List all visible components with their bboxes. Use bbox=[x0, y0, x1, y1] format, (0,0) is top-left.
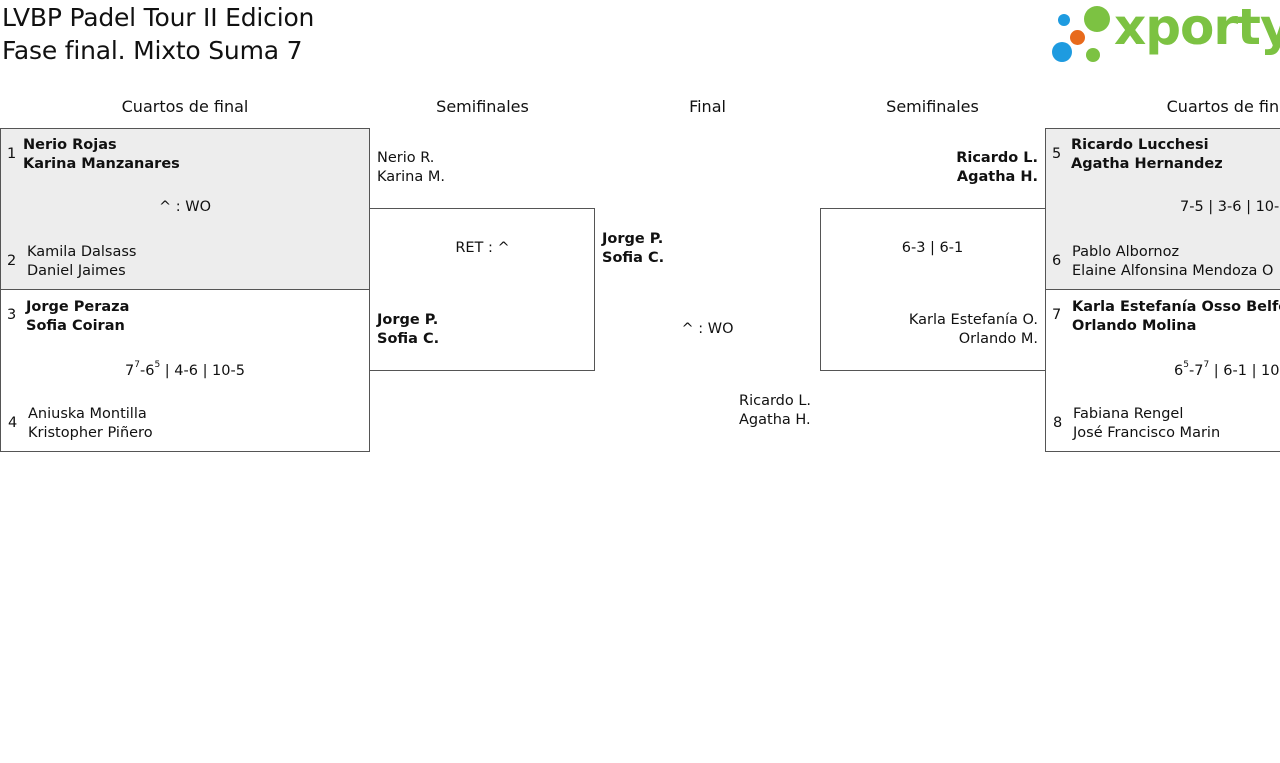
tournament-title: LVBP Padel Tour II Edicion bbox=[2, 3, 315, 32]
left-qf-match-1[interactable] bbox=[0, 128, 370, 290]
round-header-left-qf: Cuartos de final bbox=[121, 97, 249, 116]
match-score: 6-3 | 6-1 bbox=[901, 240, 964, 256]
seed-number: 8 bbox=[1053, 415, 1063, 431]
logo-wordmark: xporty bbox=[1114, 0, 1280, 56]
player-name: Jorge P. bbox=[377, 312, 439, 328]
player-name: Karla Estefanía O. bbox=[908, 312, 1038, 328]
player-name: Agatha H. bbox=[739, 412, 811, 428]
final-score: ^ : WO bbox=[681, 321, 734, 337]
round-header-right-sf: Semifinales bbox=[886, 97, 979, 116]
player-name: Sofia C. bbox=[377, 331, 440, 347]
match-score: 7-5 | 3-6 | 10-2 bbox=[1180, 199, 1280, 215]
phase-title: Fase final. Mixto Suma 7 bbox=[2, 36, 303, 65]
logo-dot-green-small bbox=[1086, 48, 1100, 62]
xporty-logo[interactable]: xporty bbox=[1050, 0, 1280, 68]
seed-number: 6 bbox=[1052, 253, 1062, 269]
right-qf-match-1[interactable] bbox=[1045, 128, 1280, 290]
logo-dot-blue-large bbox=[1052, 42, 1072, 62]
player-name: Sofia C. bbox=[602, 250, 665, 266]
player-name: Kristopher Piñero bbox=[28, 425, 153, 441]
seed-number: 7 bbox=[1052, 307, 1062, 323]
player-name: Orlando M. bbox=[958, 331, 1038, 347]
seed-number: 5 bbox=[1052, 146, 1062, 162]
seed-number: 2 bbox=[7, 253, 17, 269]
player-name: Ricardo Lucchesi bbox=[1071, 137, 1209, 153]
logo-dot-blue bbox=[1058, 14, 1070, 26]
match-score: RET : ^ bbox=[455, 240, 510, 256]
player-name: Karina Manzanares bbox=[23, 156, 180, 172]
seed-number: 1 bbox=[7, 146, 17, 162]
match-score: ^ : WO bbox=[158, 199, 211, 215]
player-name: Agatha H. bbox=[956, 169, 1038, 185]
player-name: Orlando Molina bbox=[1072, 318, 1197, 334]
round-header-left-sf: Semifinales bbox=[436, 97, 529, 116]
player-name: Pablo Albornoz bbox=[1072, 244, 1180, 260]
seed-number: 3 bbox=[7, 307, 17, 323]
player-name: Kamila Dalsass bbox=[27, 244, 137, 260]
right-qf-match-2[interactable] bbox=[1045, 289, 1280, 452]
round-header-right-qf: Cuartos de final bbox=[1166, 97, 1280, 116]
player-name: Karla Estefanía Osso Belfort bbox=[1072, 299, 1280, 315]
player-name: Nerio R. bbox=[377, 150, 435, 166]
player-name: José Francisco Marin bbox=[1073, 425, 1221, 441]
round-header-final: Final bbox=[689, 97, 726, 116]
seed-number: 4 bbox=[8, 415, 18, 431]
match-score: 77-65 | 4-6 | 10-5 bbox=[125, 360, 245, 379]
logo-dot-green bbox=[1084, 6, 1110, 32]
player-name: Aniuska Montilla bbox=[28, 406, 147, 422]
player-name: Nerio Rojas bbox=[23, 137, 117, 153]
player-name: Agatha Hernandez bbox=[1071, 156, 1223, 172]
player-name: Daniel Jaimes bbox=[27, 263, 126, 279]
player-name: Jorge P. bbox=[602, 231, 664, 247]
player-name: Elaine Alfonsina Mendoza O bbox=[1072, 263, 1274, 279]
logo-dot-orange bbox=[1070, 30, 1085, 45]
player-name: Jorge Peraza bbox=[26, 299, 130, 315]
player-name: Ricardo L. bbox=[956, 150, 1038, 166]
player-name: Ricardo L. bbox=[739, 393, 812, 409]
player-name: Karina M. bbox=[377, 169, 445, 185]
match-score: 65-77 | 6-1 | 10-7 bbox=[1174, 360, 1280, 379]
left-sf-match[interactable] bbox=[369, 208, 595, 371]
player-name: Sofia Coiran bbox=[26, 318, 125, 334]
player-name: Fabiana Rengel bbox=[1073, 406, 1184, 422]
